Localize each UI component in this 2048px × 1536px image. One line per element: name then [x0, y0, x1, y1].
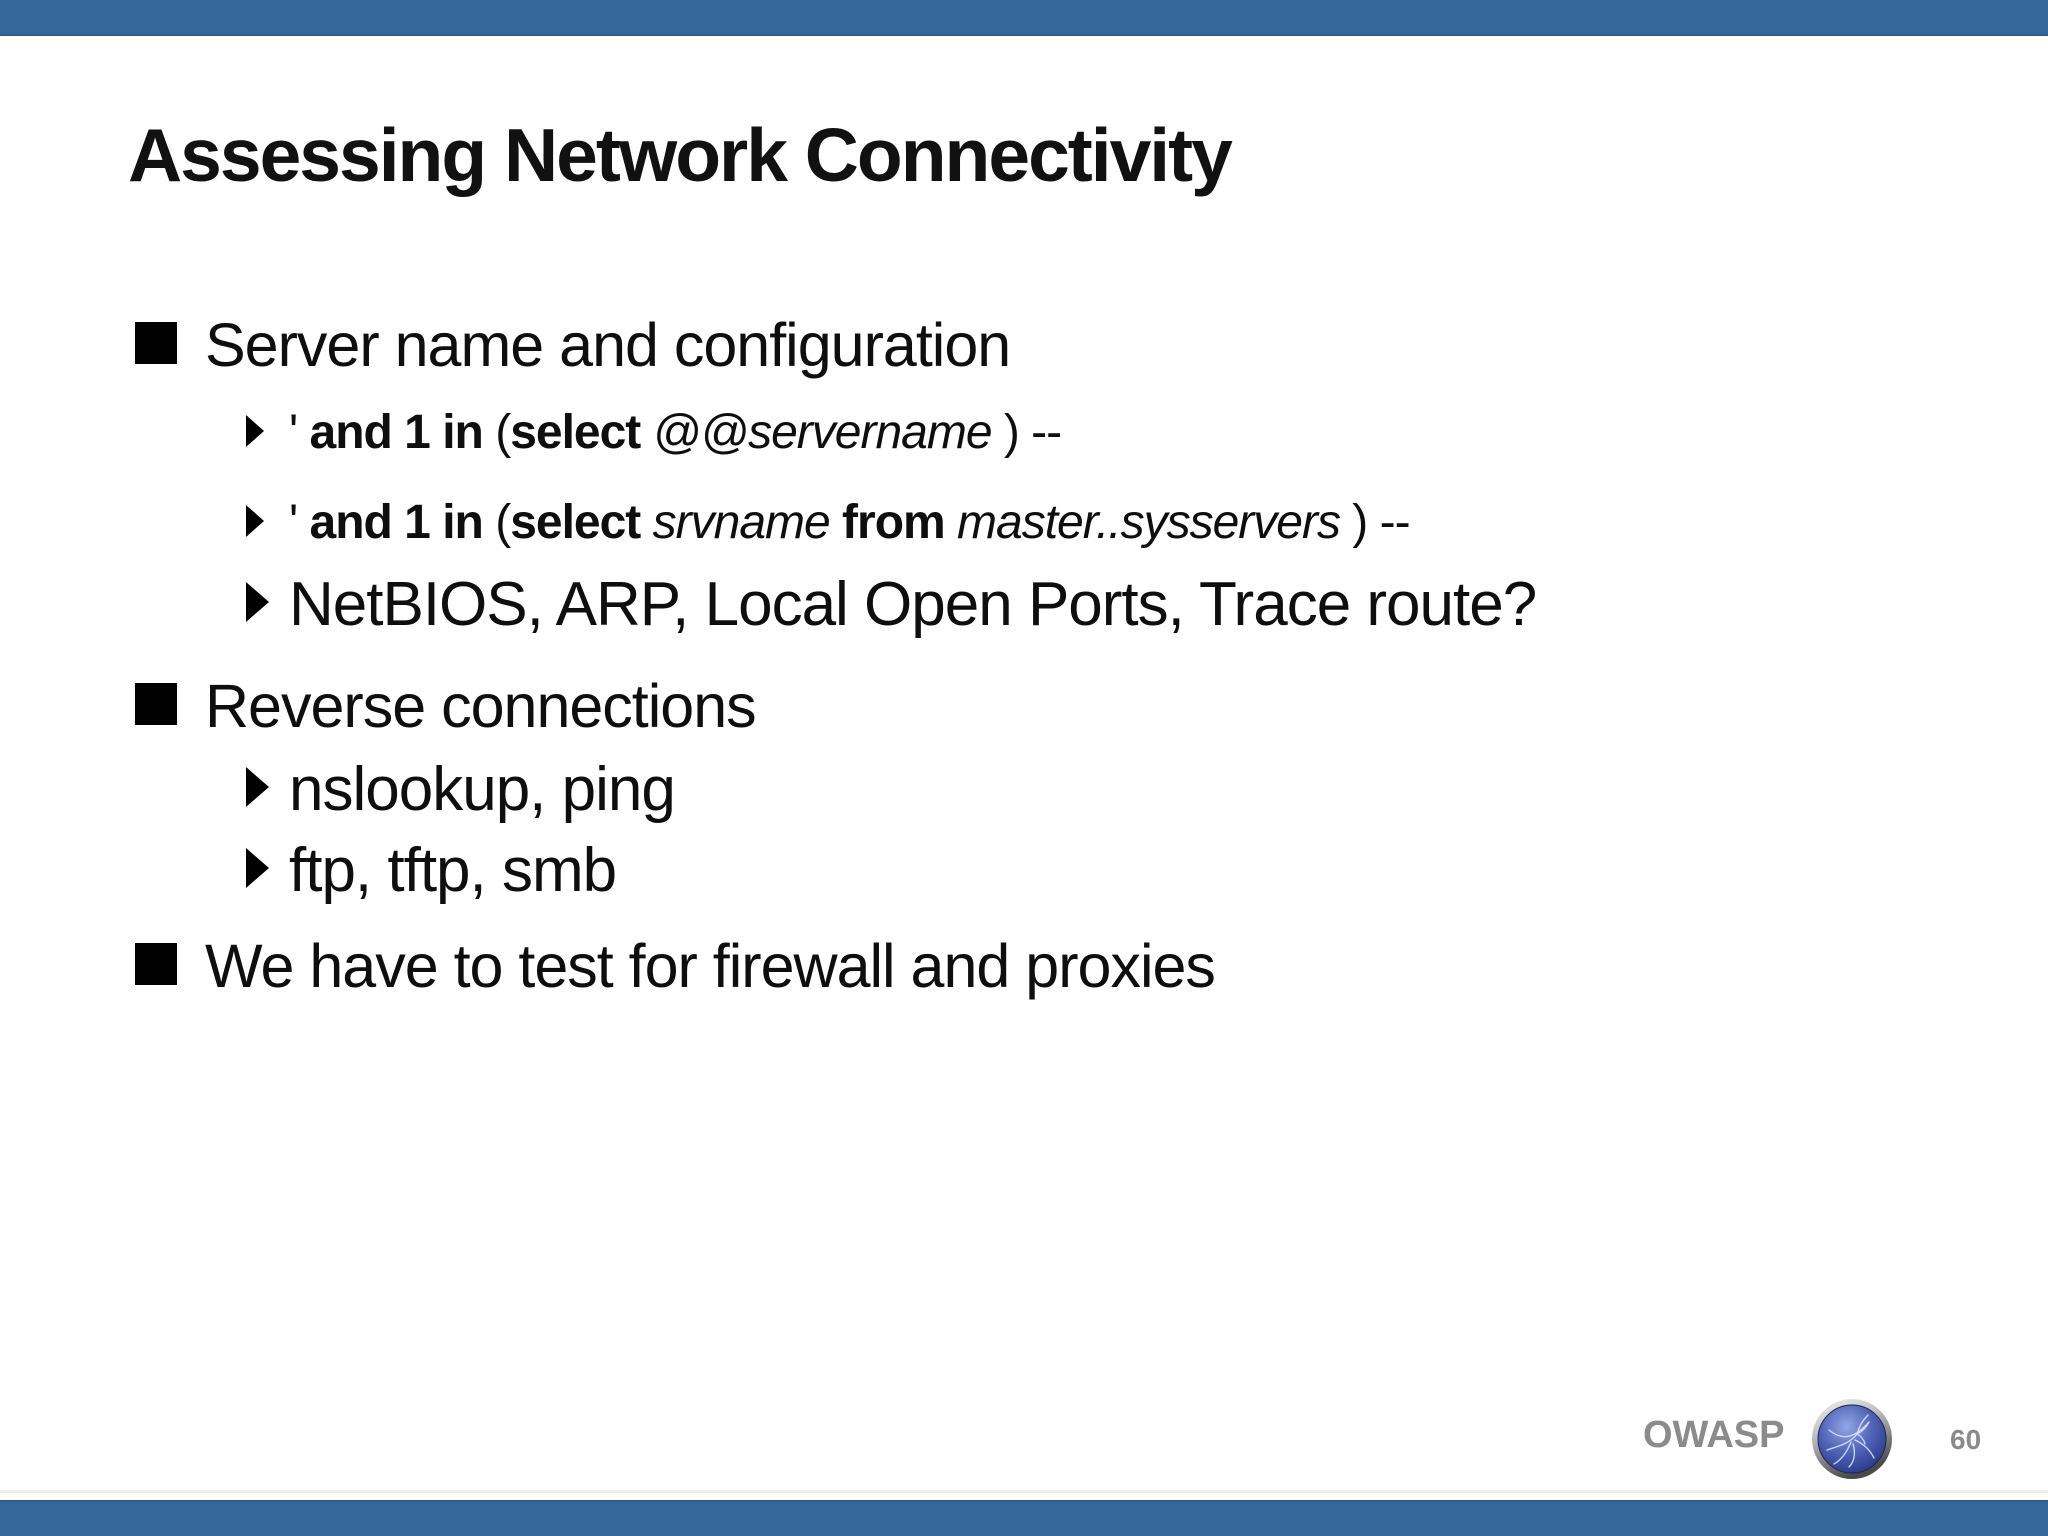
square-bullet-icon [135, 943, 177, 985]
bullet-item-ftp-tftp-smb: ftp, tftp, smb [246, 836, 617, 905]
owasp-wasp-logo-icon [1812, 1399, 1892, 1479]
bullet-item-reverse-connections: Reverse connections [135, 672, 757, 740]
triangle-bullet-icon [246, 848, 269, 888]
triangle-bullet-icon [246, 582, 269, 622]
footer-separator [0, 1490, 2048, 1493]
bullet-text: NetBIOS, ARP, Local Open Ports, Trace ro… [289, 570, 1537, 639]
bullet-item-netbios: NetBIOS, ARP, Local Open Ports, Trace ro… [246, 570, 1537, 639]
bullet-text: nslookup, ping [289, 755, 676, 824]
bullet-item-sql-servername: ' and 1 in (select @@servername ) -- [246, 406, 1062, 460]
bullet-item-firewall-proxies: We have to test for firewall and proxies [135, 932, 1216, 1000]
bullet-item-sql-sysservers: ' and 1 in (select srvname from master..… [246, 496, 1411, 550]
bullet-item-server-config: Server name and configuration [135, 311, 1011, 379]
bullet-text: We have to test for firewall and proxies [205, 932, 1216, 1000]
bullet-text: ftp, tftp, smb [289, 836, 617, 905]
top-accent-bar [0, 0, 2048, 36]
bullet-text: ' and 1 in (select @@servername ) -- [289, 406, 1062, 459]
page-title: Assessing Network Connectivity [128, 113, 1233, 197]
triangle-bullet-icon [246, 767, 269, 807]
bottom-accent-bar [0, 1500, 2048, 1536]
bullet-text: ' and 1 in (select srvname from master..… [289, 496, 1411, 549]
bullet-text: Server name and configuration [205, 311, 1011, 379]
square-bullet-icon [135, 683, 177, 725]
bullet-item-nslookup-ping: nslookup, ping [246, 755, 676, 824]
page-number: 60 [1950, 1424, 1982, 1455]
bullet-text: Reverse connections [205, 672, 757, 740]
square-bullet-icon [135, 322, 177, 364]
owasp-label: OWASP [1643, 1414, 1785, 1456]
triangle-bullet-icon [246, 505, 264, 537]
triangle-bullet-icon [246, 415, 264, 447]
